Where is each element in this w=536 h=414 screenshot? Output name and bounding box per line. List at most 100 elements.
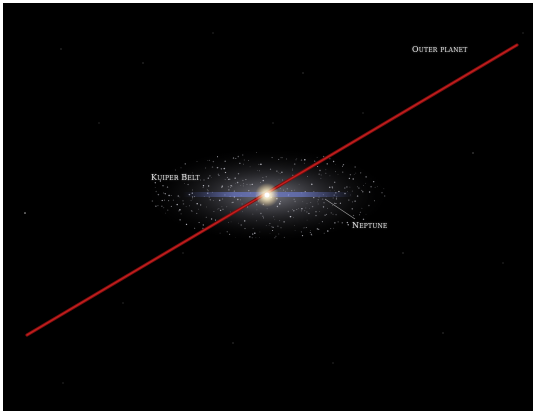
kuiper-belt-particle	[217, 173, 220, 176]
kuiper-belt-particle	[245, 179, 247, 181]
kuiper-belt-particle	[298, 183, 300, 185]
kuiper-belt-particle	[184, 183, 186, 184]
kuiper-belt-particle	[166, 186, 169, 188]
kuiper-belt-particle	[306, 227, 308, 229]
kuiper-belt-particle	[210, 218, 213, 220]
kuiper-belt-particle	[346, 186, 348, 188]
kuiper-belt-particle	[226, 206, 228, 208]
kuiper-belt-particle	[322, 206, 325, 208]
kuiper-belt-particle	[317, 201, 318, 203]
kuiper-belt-particle	[294, 189, 295, 191]
kuiper-belt-particle	[316, 228, 319, 230]
kuiper-belt-particle	[200, 204, 202, 206]
kuiper-belt-particle	[180, 167, 182, 169]
kuiper-belt-particle	[292, 169, 293, 171]
kuiper-belt-particle	[277, 225, 279, 227]
kuiper-belt-particle	[320, 177, 322, 179]
kuiper-belt-particle	[284, 190, 286, 192]
kuiper-belt-particle	[168, 194, 170, 197]
kuiper-belt-particle	[310, 233, 312, 235]
kuiper-belt-particle	[362, 191, 364, 193]
kuiper-belt-particle	[308, 212, 310, 215]
kuiper-belt-particle	[376, 186, 378, 188]
kuiper-belt-particle	[192, 172, 194, 174]
kuiper-belt-particle	[207, 190, 209, 192]
kuiper-belt-particle	[282, 179, 284, 181]
kuiper-belt-particle	[342, 164, 345, 166]
kuiper-belt-particle	[317, 165, 319, 168]
kuiper-belt-particle	[381, 192, 383, 194]
kuiper-belt-particle	[318, 173, 320, 175]
sun	[264, 192, 270, 198]
kuiper-belt-particle	[338, 190, 340, 193]
kuiper-belt-particle	[278, 233, 280, 235]
kuiper-belt-particle	[315, 211, 317, 213]
kuiper-belt-particle	[335, 171, 336, 173]
kuiper-belt-particle	[310, 202, 312, 203]
kuiper-belt-particle	[185, 223, 188, 226]
kuiper-belt-particle	[162, 184, 165, 187]
kuiper-belt-particle	[356, 186, 358, 188]
kuiper-belt-particle	[272, 226, 274, 229]
kuiper-belt-particle	[334, 222, 336, 224]
kuiper-belt-particle	[335, 202, 337, 205]
kuiper-belt-particle	[185, 206, 187, 207]
kuiper-belt-particle	[294, 200, 296, 203]
kuiper-belt-particle	[278, 202, 280, 203]
kuiper-belt-particle	[294, 230, 296, 232]
kuiper-belt-particle	[252, 227, 254, 229]
kuiper-belt-particle	[162, 185, 163, 187]
kuiper-belt-particle	[252, 233, 254, 235]
kuiper-belt-particle	[351, 190, 353, 192]
kuiper-belt-particle	[233, 190, 236, 192]
kuiper-belt-particle	[243, 159, 245, 161]
kuiper-belt-particle	[192, 189, 193, 191]
kuiper-belt-particle	[229, 233, 231, 235]
kuiper-belt-particle	[271, 157, 273, 159]
kuiper-belt-particle	[224, 171, 227, 174]
kuiper-belt-particle	[359, 211, 362, 214]
kuiper-belt-particle	[256, 209, 258, 211]
kuiper-belt-particle	[235, 183, 236, 185]
kuiper-belt-particle	[353, 174, 355, 175]
kuiper-belt-particle	[306, 211, 308, 213]
kuiper-belt-particle	[334, 190, 335, 191]
kuiper-belt-particle	[263, 217, 264, 219]
kuiper-belt-particle	[248, 190, 250, 192]
kuiper-belt-particle	[184, 163, 187, 165]
kuiper-belt-particle	[365, 213, 367, 215]
kuiper-belt-particle	[165, 212, 167, 214]
kuiper-belt-particle	[218, 199, 221, 202]
kuiper-belt-particle	[168, 200, 170, 202]
kuiper-belt-particle	[287, 210, 289, 213]
kuiper-belt-particle	[196, 212, 198, 214]
kuiper-belt-particle	[215, 219, 217, 221]
kuiper-belt-particle	[293, 224, 295, 226]
kuiper-belt-particle	[206, 189, 208, 191]
kuiper-belt-particle	[323, 202, 325, 204]
kuiper-belt-particle	[320, 174, 322, 176]
kuiper-belt-particle	[329, 190, 331, 192]
kuiper-belt-particle	[326, 163, 328, 165]
kuiper-belt-particle	[347, 191, 348, 192]
kuiper-belt-particle	[188, 205, 190, 207]
kuiper-belt-particle	[332, 204, 334, 206]
kuiper-belt-particle	[248, 160, 250, 162]
kuiper-belt-particle	[202, 224, 204, 226]
kuiper-belt-particle	[224, 179, 226, 181]
kuiper-belt-particle	[206, 206, 207, 208]
kuiper-belt-particle	[198, 208, 200, 210]
kuiper-belt-particle	[278, 158, 280, 160]
kuiper-belt-particle	[300, 159, 303, 161]
kuiper-belt-particle	[265, 176, 267, 178]
kuiper-belt-particle	[242, 154, 244, 156]
kuiper-belt-particle	[351, 208, 354, 210]
kuiper-belt-particle	[164, 199, 166, 201]
kuiper-belt-particle	[243, 220, 246, 222]
kuiper-belt-particle	[273, 216, 275, 218]
kuiper-belt-particle	[373, 181, 375, 183]
kuiper-belt-particle	[349, 174, 352, 176]
kuiper-belt-particle	[304, 158, 306, 161]
kuiper-belt-particle	[211, 177, 213, 178]
kuiper-belt-particle	[301, 235, 304, 237]
